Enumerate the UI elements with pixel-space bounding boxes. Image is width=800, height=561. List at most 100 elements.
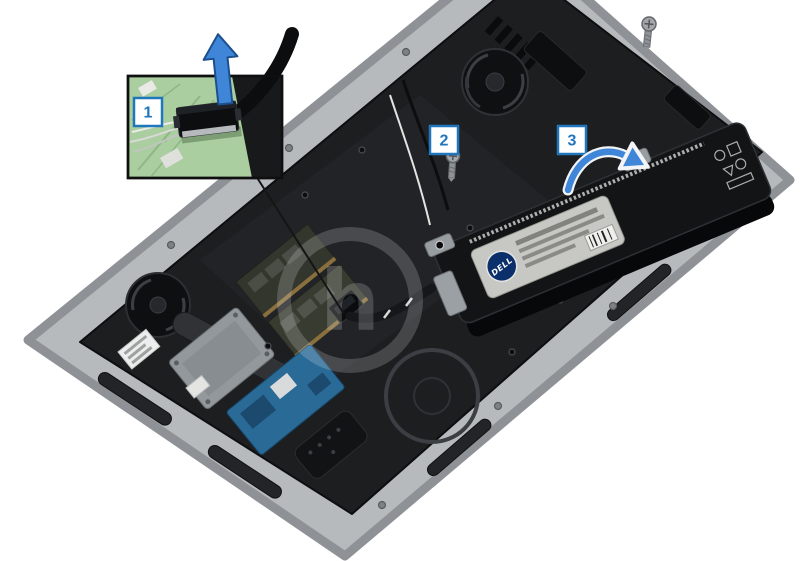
antenna-cable-black <box>401 79 450 211</box>
screw-thread <box>644 38 651 42</box>
label-text-line <box>518 213 605 254</box>
callout-1-box <box>132 96 164 128</box>
battery-screw-hole-1 <box>435 240 445 250</box>
barcode-bar <box>600 230 608 243</box>
cable-tape-mark <box>383 309 391 319</box>
up-arrow-shape <box>202 33 239 106</box>
card-shield <box>269 372 298 400</box>
chip-body <box>160 148 184 169</box>
speaker-module <box>294 410 368 479</box>
speaker-body <box>294 410 368 479</box>
screw-thread <box>643 42 651 46</box>
memory-chip <box>296 298 318 319</box>
screw-thread <box>449 166 456 170</box>
barcode-bar <box>606 228 613 240</box>
card-chip <box>240 394 276 430</box>
service-sticker <box>117 328 161 370</box>
cert-icon <box>722 164 734 177</box>
callout-2-number: 2 <box>440 133 449 150</box>
dell-logo <box>485 250 518 283</box>
curved-rotate-arrow-icon <box>562 141 650 196</box>
speaker-grille-dot <box>308 450 313 455</box>
sticker-line <box>127 343 147 360</box>
callout-3-box <box>556 124 588 156</box>
board-screw-hole <box>466 224 474 232</box>
screw-tip <box>448 177 455 182</box>
foot-strip <box>207 445 282 499</box>
screw-tip <box>643 46 650 51</box>
memory-chip <box>313 284 335 305</box>
screw-3 phillips-screw-icon <box>641 16 657 51</box>
bezel-screw-hole <box>166 240 176 250</box>
up-arrow-icon <box>202 33 239 106</box>
label-text-line <box>515 207 599 246</box>
fan-blade <box>464 76 481 109</box>
callout-3-number: 3 <box>568 133 577 150</box>
rubber-foot-2 <box>207 445 282 499</box>
antenna-cable-white <box>389 94 431 226</box>
hinge-cover-body <box>523 31 587 91</box>
board-screw-hole <box>358 146 366 154</box>
speaker-grille-dot <box>336 427 341 432</box>
battery-cert-icons <box>714 140 755 190</box>
connector-latch <box>234 108 242 121</box>
battery-side-face <box>466 194 775 337</box>
board-screw-hole <box>508 348 516 356</box>
callout-1-number: 1 <box>144 105 153 122</box>
bezel-screw-hole <box>377 500 387 510</box>
module-pcb <box>267 263 370 359</box>
bracket-screw <box>173 360 179 366</box>
speaker-grille-dot <box>331 450 336 455</box>
label-barcode <box>583 223 619 252</box>
fan-blade <box>131 278 152 311</box>
barcode-bar <box>588 236 594 248</box>
pcb-chip <box>138 80 157 97</box>
rubber-foot-4 <box>606 263 672 322</box>
rotate-arrow-curve <box>564 148 630 194</box>
barcode-bar <box>591 234 598 247</box>
vent-slot <box>494 24 513 45</box>
vent-slot <box>504 33 523 53</box>
battery-cable <box>345 283 437 323</box>
screw-thread <box>644 34 652 38</box>
foot-strip <box>606 263 672 322</box>
speaker-grille-dot <box>317 442 322 447</box>
bezel-screw-hole <box>493 401 503 411</box>
battery-label: DELL <box>470 195 625 299</box>
board-screw-hole <box>264 342 272 350</box>
screw-thread <box>448 170 455 174</box>
hinge-cover-left <box>523 31 587 91</box>
cable-tape-mark <box>405 297 413 307</box>
sticker-line <box>123 334 148 355</box>
board-battery-connector <box>328 289 364 324</box>
bracket-screw <box>264 351 270 357</box>
module-pcb <box>235 223 338 319</box>
cert-icon <box>714 149 726 161</box>
fan-hub <box>149 296 167 314</box>
battery-pack: DELL <box>424 122 775 337</box>
sticker-body <box>185 374 211 399</box>
label-text-line <box>521 229 590 261</box>
barcode-bar <box>596 232 603 245</box>
connector-latch <box>173 115 181 129</box>
cooling-fan-top <box>461 48 529 116</box>
bracket-screw <box>205 399 211 405</box>
callout-3: 3 <box>556 124 588 156</box>
board-screw-hole <box>301 191 309 199</box>
memory-chip <box>279 311 301 333</box>
connector-slot <box>333 294 356 315</box>
battery-connector-bracket <box>433 270 468 317</box>
card-chip <box>307 372 332 396</box>
phillips-slot <box>647 19 651 29</box>
sticker-line <box>131 346 153 365</box>
watermark: h <box>277 227 423 373</box>
memory-chip <box>264 258 286 279</box>
drive-bay-circle <box>384 348 480 444</box>
bezel-screw-hole <box>401 47 411 57</box>
battery-warning-text-strip <box>468 141 705 244</box>
cert-icon <box>735 158 747 170</box>
chip-body <box>138 80 157 97</box>
watermark-letter: h <box>320 252 380 350</box>
foot-strip <box>426 418 492 477</box>
